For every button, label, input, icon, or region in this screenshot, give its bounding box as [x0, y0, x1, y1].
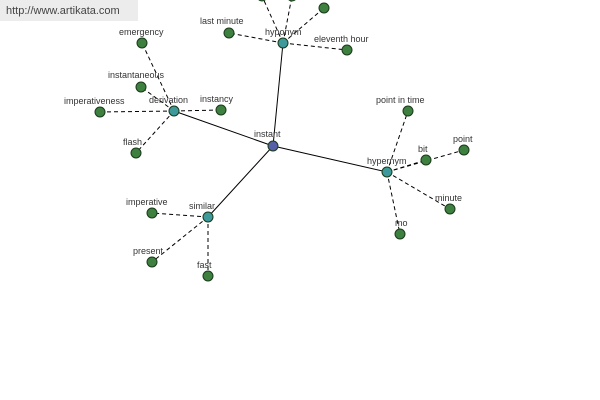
leaf-node-fast[interactable]: fast: [197, 260, 214, 282]
leaf-node-imperativeness[interactable]: imperativeness: [64, 96, 125, 118]
node-label-similar: similar: [189, 201, 215, 211]
node-circle-imperative[interactable]: [146, 207, 158, 219]
node-label-point-in-time: point in time: [376, 95, 425, 105]
node-label-fast: fast: [197, 260, 212, 270]
node-circle-hyponym-extra-2[interactable]: [287, 0, 297, 2]
node-label-instant: instant: [254, 129, 281, 139]
node-circle-fast[interactable]: [202, 270, 214, 282]
edge-hypernym-point-in-time: [386, 110, 409, 173]
node-label-eleventh-hour: eleventh hour: [314, 34, 369, 44]
leaf-node-instancy[interactable]: instancy: [200, 94, 234, 116]
leaf-node-present[interactable]: present: [133, 246, 164, 268]
node-label-instancy: instancy: [200, 94, 234, 104]
node-label-flash: flash: [123, 137, 142, 147]
node-label-emergency: emergency: [119, 27, 164, 37]
edge-derivation-instancy: [173, 109, 222, 112]
leaf-node-hyponym-extra-3[interactable]: [257, 0, 267, 2]
edge-hyponym-last-minute: [228, 32, 284, 44]
edge-hypernym-minute: [386, 171, 451, 210]
node-circle-eleventh-hour[interactable]: [341, 44, 353, 56]
node-circle-flash[interactable]: [130, 147, 142, 159]
edge-hyponym-hyponym-extra-2: [282, 0, 292, 44]
node-circle-emergency[interactable]: [136, 37, 148, 49]
node-label-mo: mo: [395, 218, 408, 228]
edge-derivation-flash: [135, 110, 175, 154]
leaf-node-last-minute[interactable]: last minute: [200, 16, 244, 39]
node-circle-present[interactable]: [146, 256, 158, 268]
leaf-node-instantaneous[interactable]: instantaneous: [108, 70, 165, 93]
edge-similar-imperative: [151, 212, 209, 218]
node-circle-point[interactable]: [458, 144, 470, 156]
group-node-hyponym[interactable]: hyponym: [265, 27, 302, 49]
node-circle-mo[interactable]: [394, 228, 406, 240]
edges: [99, 0, 465, 276]
watermark-url[interactable]: http://www.artikata.com: [6, 5, 120, 17]
node-circle-minute[interactable]: [444, 203, 456, 215]
node-circle-imperativeness[interactable]: [94, 106, 106, 118]
edge-hypernym-mo: [386, 171, 401, 235]
node-label-derivation: derivation: [149, 95, 188, 105]
node-circle-derivation[interactable]: [168, 105, 180, 117]
edge-derivation-imperativeness: [99, 110, 175, 113]
nodes: last minute eleventh hour emergency instant…: [64, 0, 473, 282]
node-label-hyponym: hyponym: [265, 27, 302, 37]
leaf-node-hyponym-extra-1[interactable]: [318, 2, 330, 14]
leaf-node-flash[interactable]: flash: [123, 137, 142, 159]
node-circle-instancy[interactable]: [215, 104, 227, 116]
leaf-node-eleventh-hour[interactable]: eleventh hour: [314, 34, 369, 56]
center-node-instant[interactable]: instant: [254, 129, 281, 152]
node-label-present: present: [133, 246, 164, 256]
node-circle-hyponym-extra-1[interactable]: [318, 2, 330, 14]
node-circle-instantaneous[interactable]: [135, 81, 147, 93]
node-circle-hyponym-extra-3[interactable]: [257, 0, 267, 2]
node-label-last-minute: last minute: [200, 16, 244, 26]
node-circle-hyponym[interactable]: [277, 37, 289, 49]
watermark-banner: http://www.artikata.com: [0, 0, 138, 21]
node-label-point: point: [453, 134, 473, 144]
edge-similar-present: [151, 216, 209, 263]
node-circle-hypernym[interactable]: [381, 166, 393, 178]
edge-derivation-emergency: [141, 42, 175, 112]
group-node-similar[interactable]: similar: [189, 201, 215, 223]
leaf-node-imperative[interactable]: imperative: [126, 197, 168, 219]
node-label-bit: bit: [418, 144, 428, 154]
edge-instant-derivation: [173, 110, 274, 147]
node-circle-bit[interactable]: [420, 154, 432, 166]
node-circle-last-minute[interactable]: [223, 27, 235, 39]
leaf-node-hyponym-extra-2[interactable]: [287, 0, 297, 2]
node-label-instantaneous: instantaneous: [108, 70, 165, 80]
edge-instant-hyponym: [272, 42, 284, 147]
leaf-node-bit[interactable]: bit: [418, 144, 432, 166]
leaf-node-mo[interactable]: mo: [394, 218, 408, 240]
edge-instant-hypernym: [272, 145, 388, 173]
group-node-hypernym[interactable]: hypernym: [367, 156, 407, 178]
edge-instant-similar: [207, 145, 274, 218]
edge-hyponym-hyponym-extra-3: [263, 0, 284, 44]
edge-hyponym-eleventh-hour: [282, 42, 348, 51]
edge-hypernym-point: [386, 149, 465, 173]
edge-hyponym-hyponym-extra-1: [282, 7, 325, 44]
node-circle-instant[interactable]: [267, 140, 279, 152]
leaf-node-minute[interactable]: minute: [435, 193, 462, 215]
leaf-node-point[interactable]: point: [453, 134, 473, 156]
leaf-node-emergency[interactable]: emergency: [119, 27, 164, 49]
leaf-node-point-in-time[interactable]: point in time: [376, 95, 425, 117]
node-circle-similar[interactable]: [202, 211, 214, 223]
node-circle-point-in-time[interactable]: [402, 105, 414, 117]
node-label-hypernym: hypernym: [367, 156, 407, 166]
node-label-imperative: imperative: [126, 197, 168, 207]
group-node-derivation[interactable]: derivation: [149, 95, 188, 117]
node-label-minute: minute: [435, 193, 462, 203]
node-label-imperativeness: imperativeness: [64, 96, 125, 106]
